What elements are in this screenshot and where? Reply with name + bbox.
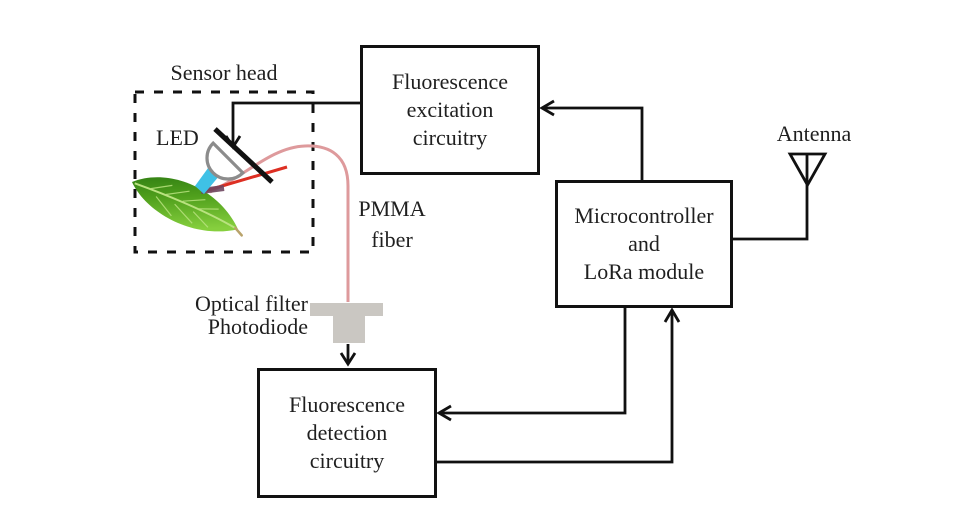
photodiode-label: Photodiode [207,314,308,339]
photodiode-icon [333,316,365,343]
arrowhead-up-micro [663,307,681,323]
sensor-head-label: Sensor head [170,60,278,85]
wire-micro-to-antenna [733,155,809,241]
arrowhead-left-excitation [539,99,555,117]
led-icon [205,140,246,181]
sensor-head-dashed-box [133,90,315,254]
wires [224,99,828,464]
beam-splitter-icon [213,127,274,184]
wire-micro-to-excitation [543,106,644,180]
leaf-stem [234,226,243,237]
block-microcontroller-lora: Microcontroller and LoRa module [555,180,733,308]
optical-filter-icon [310,303,383,316]
pmma-fiber-label: PMMA fiber [358,196,426,252]
arrowhead-down-led [224,135,242,150]
led-lens [205,140,246,181]
led-label: LED [156,125,199,150]
leaf-image [132,177,243,237]
block-fluorescence-detection: Fluorescence detection circuitry [257,368,437,498]
leaf-blade [132,177,238,232]
leaf-midrib [134,182,235,229]
leaf-veins [150,184,219,228]
optical-filter-label: Optical filter [194,291,308,316]
wire-micro-to-detection [440,308,627,415]
wire-excitation-to-led [231,101,360,144]
wire-detection-to-micro [437,312,674,464]
antenna-label: Antenna [776,121,852,146]
arrowhead-down-detection [339,352,357,367]
block-fluorescence-excitation: Fluorescence excitation circuitry [360,45,540,175]
antenna-icon [787,152,828,188]
arrowhead-left-detection [436,404,452,422]
